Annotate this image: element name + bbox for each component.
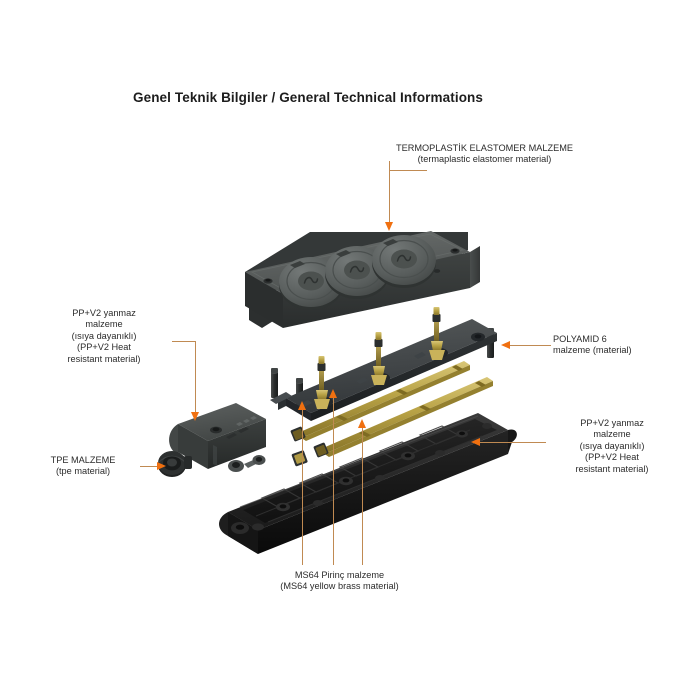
- leader-termoplastik-vertical-stub: [389, 161, 390, 171]
- callout-ppv2-left-line-4: (PP+V2 Heat: [77, 342, 131, 353]
- callout-ppv2-right-line-3: (ısıya dayanıklı): [579, 440, 645, 451]
- callout-ms64: MS64 Pirinç malzeme (MS64 yellow brass m…: [262, 570, 417, 593]
- callout-tpe: TPE MALZEME (tpe material): [28, 455, 138, 478]
- part-cable-clamp: [228, 455, 266, 472]
- callout-polyamid-line-1: POLYAMID 6: [553, 334, 607, 344]
- callout-ppv2-right-line-4: (PP+V2 Heat: [585, 452, 639, 463]
- callout-termoplastik-line-1: TERMOPLASTİK ELASTOMER MALZEME: [396, 143, 573, 153]
- callout-ms64-line-1: MS64 Pirinç malzeme: [294, 570, 385, 580]
- leader-termoplastik-drop: [389, 170, 390, 225]
- callout-ppv2-right-line-5: resistant material): [575, 463, 649, 474]
- part-cable-entry-endcap: [169, 403, 266, 469]
- callout-tpe-line-2: (tpe material): [55, 466, 111, 477]
- arrow-ppv2-right: [471, 438, 480, 446]
- callout-termoplastik-line-2: (termaplastic elastomer material): [417, 154, 552, 165]
- leader-ms64-drop-2: [333, 398, 334, 565]
- arrow-ms64-2: [329, 389, 337, 398]
- callout-termoplastik: TERMOPLASTİK ELASTOMER MALZEME (termapla…: [396, 143, 573, 166]
- callout-polyamid-line-2: malzeme (material): [553, 345, 632, 356]
- callout-tpe-line-1: TPE MALZEME: [50, 455, 116, 465]
- leader-tpe-horizontal: [140, 466, 158, 467]
- leader-ppv2-left-drop: [195, 341, 196, 415]
- callout-polyamid: POLYAMID 6 malzeme (material): [553, 334, 632, 357]
- arrow-ms64-3: [358, 419, 366, 428]
- arrow-ppv2-left: [191, 412, 199, 421]
- socket-lid-1: [279, 257, 343, 310]
- leader-termoplastik-horizontal: [389, 170, 427, 171]
- socket-lid-2: [325, 246, 389, 299]
- arrow-polyamid: [501, 341, 510, 349]
- part-brass-busbars: [290, 361, 493, 467]
- callout-ppv2-left-line-1: PP+V2 yanmaz: [72, 308, 136, 318]
- leader-ppv2-right-horizontal: [480, 442, 546, 443]
- arrow-ms64-1: [298, 401, 306, 410]
- callout-ppv2-left: PP+V2 yanmaz malzeme (ısıya dayanıklı) (…: [40, 308, 168, 365]
- socket-lid-3: [372, 235, 436, 288]
- arrow-tpe: [157, 462, 166, 470]
- leader-polyamid-horizontal: [509, 345, 551, 346]
- leader-ms64-drop-3: [362, 428, 363, 565]
- callout-ppv2-right: PP+V2 yanmaz malzeme (ısıya dayanıklı) (…: [548, 418, 676, 475]
- leader-ms64-drop-1: [302, 410, 303, 565]
- part-top-cover: [245, 231, 480, 328]
- callout-ms64-line-2: (MS64 yellow brass material): [280, 581, 399, 592]
- arrow-termoplastik: [385, 222, 393, 231]
- callout-ppv2-left-line-2: malzeme: [85, 319, 123, 330]
- callout-ppv2-right-line-2: malzeme: [593, 429, 631, 440]
- part-fixing-screws: [270, 328, 495, 408]
- callout-ppv2-left-line-3: (ısıya dayanıklı): [71, 330, 137, 341]
- page-title: Genel Teknik Bilgiler / General Technica…: [133, 90, 483, 105]
- part-base-tray: [219, 413, 517, 554]
- leader-ppv2-left-horizontal: [172, 341, 196, 342]
- callout-ppv2-right-line-1: PP+V2 yanmaz: [580, 418, 644, 428]
- callout-ppv2-left-line-5: resistant material): [67, 353, 141, 364]
